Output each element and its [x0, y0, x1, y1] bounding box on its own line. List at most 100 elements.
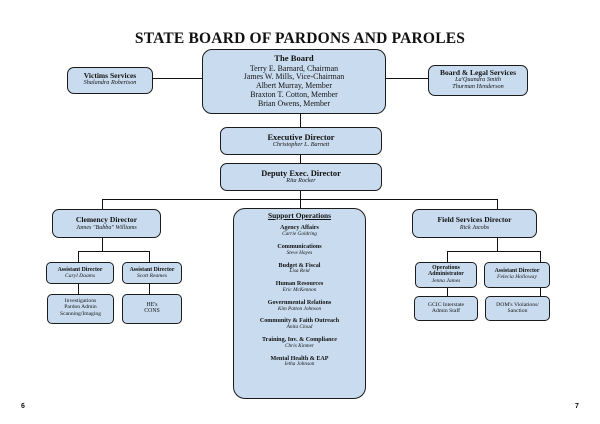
victims-services-box: Victims Services Shalandra Robertson	[67, 67, 153, 94]
support-operations-box: Support Operations Agency Affairs Carrie…	[233, 208, 366, 399]
section-name: Ietha Johnson	[284, 361, 315, 368]
assistant-director-title: Assistant Director	[494, 268, 540, 274]
unit-line: GCIC Interstate	[427, 302, 465, 308]
executive-director-name: Christopher L. Barnett	[272, 141, 330, 149]
section-budget-fiscal: Budget & Fiscal Lisa Reid	[234, 263, 365, 276]
connector	[300, 154, 302, 164]
board-legal-services-name: La'Quandra Smith	[455, 76, 501, 84]
assistant-director-name: Scott Reames	[137, 273, 167, 280]
section-title: Governmental Relations	[267, 299, 332, 306]
unit-line: Admin Staff	[431, 308, 461, 315]
connector	[102, 237, 104, 252]
unit-line: HE's	[146, 302, 158, 308]
field-services-director-name: Rick Jacobs	[459, 224, 490, 231]
board-title: The Board	[274, 53, 314, 63]
unit-line: CONS	[144, 308, 160, 315]
section-community-faith-outreach: Community & Faith Outreach Anita Cloud	[234, 318, 365, 331]
connector	[102, 199, 498, 201]
operations-administrator-box: Operations Administrator Jenna James	[415, 262, 477, 288]
section-human-resources: Human Resources Eric McKennon	[234, 281, 365, 294]
board-member: Brian Owens, Member	[257, 99, 331, 108]
section-name: Lisa Reid	[289, 268, 310, 275]
section-title: Agency Affairs	[280, 225, 319, 232]
section-title: Budget & Fiscal	[278, 262, 321, 269]
field-services-director-box: Field Services Director Rick Jacobs	[412, 209, 537, 238]
connector	[497, 237, 499, 252]
deputy-director-name: Rita Rocker	[286, 177, 316, 185]
unit-line: DOM's Violations/	[496, 302, 539, 308]
section-title: Mental Health & EAP	[270, 355, 329, 362]
board-member: James W. Mills, Vice-Chairman	[243, 72, 345, 82]
executive-director-box: Executive Director Christopher L. Barnet…	[220, 127, 382, 155]
assistant-director-daams-box: Assistant Director Caryl Daams	[46, 262, 114, 284]
section-governmental-relations: Governmental Relations Kim Patton Johnso…	[234, 300, 365, 313]
connector	[497, 199, 499, 209]
operations-administrator-name: Jenna James	[431, 277, 461, 284]
support-operations-title: Support Operations	[267, 211, 332, 220]
section-title: Human Resources	[275, 281, 324, 288]
connector	[540, 251, 542, 262]
unit-line: Sanction	[507, 308, 528, 315]
unit-line: Investigations	[64, 298, 97, 304]
victims-services-name: Shalandra Robertson	[83, 79, 137, 87]
section-name: Kim Patton Johnson	[277, 305, 322, 312]
section-name: Steve Hayes	[286, 249, 313, 256]
connector	[102, 199, 104, 209]
section-name: Chris Kinmer	[285, 342, 314, 349]
board-member: Albert Murray, Member	[256, 81, 332, 91]
assistant-director-name: Felecia Holloway	[497, 274, 537, 281]
connector	[78, 251, 150, 253]
clemency-director-name: James "Bubba" Williams	[76, 224, 137, 231]
section-agency-affairs: Agency Affairs Carrie Goldring	[234, 225, 365, 238]
section-training-compliance: Training, Inv. & Compliance Chris Kinmer	[234, 337, 365, 350]
connector	[300, 114, 302, 128]
connector	[447, 251, 541, 253]
section-title: Training, Inv. & Compliance	[262, 337, 337, 344]
assistant-director-name: Caryl Daams	[65, 273, 95, 280]
deputy-director-title: Deputy Exec. Director	[261, 169, 341, 178]
operations-administrator-title: Administrator	[428, 271, 464, 278]
section-name: Eric McKennon	[282, 286, 317, 293]
victims-services-title: Victims Services	[83, 71, 137, 80]
unit-line: Pardon Admin	[64, 304, 97, 311]
connector	[149, 284, 151, 294]
section-communications: Communications Steve Hayes	[234, 244, 365, 257]
investigations-box: Investigations Pardon Admin Scanning/Ima…	[47, 294, 114, 324]
field-services-director-title: Field Services Director	[437, 215, 512, 224]
section-title: Community & Faith Outreach	[259, 318, 340, 325]
assistant-director-holloway-box: Assistant Director Felecia Holloway	[484, 262, 550, 288]
assistant-director-title: Assistant Director	[129, 267, 175, 273]
connector	[540, 287, 542, 296]
board-legal-services-title: Board & Legal Services	[439, 68, 517, 77]
connector	[78, 251, 80, 262]
executive-director-title: Executive Director	[267, 133, 335, 142]
board-legal-services-name: Thurman Henderson	[452, 83, 504, 91]
board-member: Braxton T. Cotton, Member	[250, 90, 338, 100]
deputy-director-box: Deputy Exec. Director Rita Rocker	[220, 163, 382, 191]
clemency-director-title: Clemency Director	[75, 215, 138, 224]
connector	[152, 78, 202, 80]
unit-line: Scanning/Imaging	[59, 310, 101, 317]
hes-cons-box: HE's CONS	[122, 294, 182, 324]
board-member: Terry E. Barnard, Chairman	[249, 63, 339, 73]
gcic-interstate-box: GCIC Interstate Admin Staff	[414, 296, 478, 321]
doms-violations-box: DOM's Violations/ Sanction	[485, 296, 550, 321]
connector	[447, 287, 449, 296]
section-mental-health-eap: Mental Health & EAP Ietha Johnson	[234, 356, 365, 369]
operations-administrator-title: Operations	[432, 265, 460, 271]
chart-title: STATE BOARD OF PARDONS AND PAROLES	[134, 30, 466, 47]
connector	[149, 251, 151, 262]
section-name: Anita Cloud	[286, 324, 313, 331]
assistant-director-title: Assistant Director	[57, 267, 103, 273]
connector	[385, 78, 429, 80]
connector	[447, 251, 449, 262]
section-title: Communications	[277, 243, 322, 250]
clemency-director-box: Clemency Director James "Bubba" Williams	[52, 209, 161, 238]
board-box: The Board Terry E. Barnard, Chairman Jam…	[202, 49, 386, 114]
board-legal-services-box: Board & Legal Services La'Quandra Smith …	[428, 65, 528, 96]
page-number-right: 7	[575, 403, 579, 410]
connector	[78, 284, 80, 294]
assistant-director-reames-box: Assistant Director Scott Reames	[122, 262, 182, 284]
page-number-left: 6	[21, 403, 25, 410]
section-name: Carrie Goldring	[282, 231, 317, 238]
